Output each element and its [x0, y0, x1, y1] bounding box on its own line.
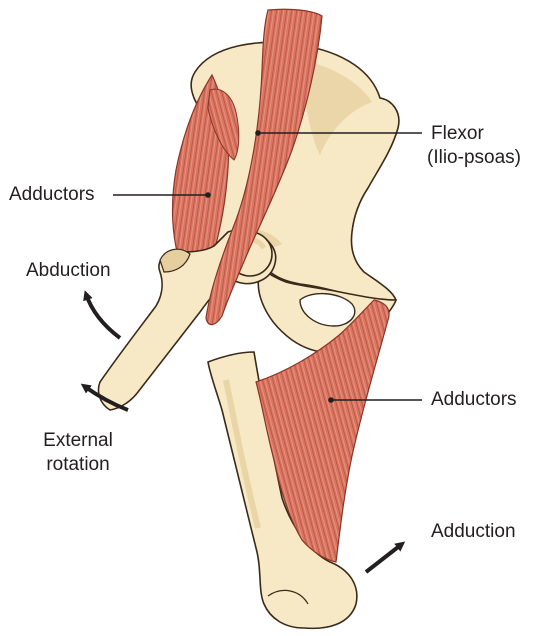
external-rotation-label-line1: External — [38, 430, 118, 452]
adduction-label: Adduction — [431, 521, 516, 543]
adductors-upper-label: Adductors — [9, 184, 95, 206]
adductors-lower-leader-dot — [328, 397, 334, 403]
adductors-lower-label: Adductors — [431, 389, 517, 411]
flexor-leader-dot — [255, 130, 261, 136]
abduction-arrow — [86, 294, 120, 338]
abduction-label: Abduction — [26, 260, 111, 282]
adductors-upper-leader-dot — [205, 192, 211, 198]
flexor-label-line2: (Ilio-psoas) — [427, 147, 521, 169]
adduction-arrow — [366, 544, 402, 572]
external-rotation-label-line2: rotation — [38, 454, 118, 476]
flexor-label-line1: Flexor — [431, 123, 484, 145]
